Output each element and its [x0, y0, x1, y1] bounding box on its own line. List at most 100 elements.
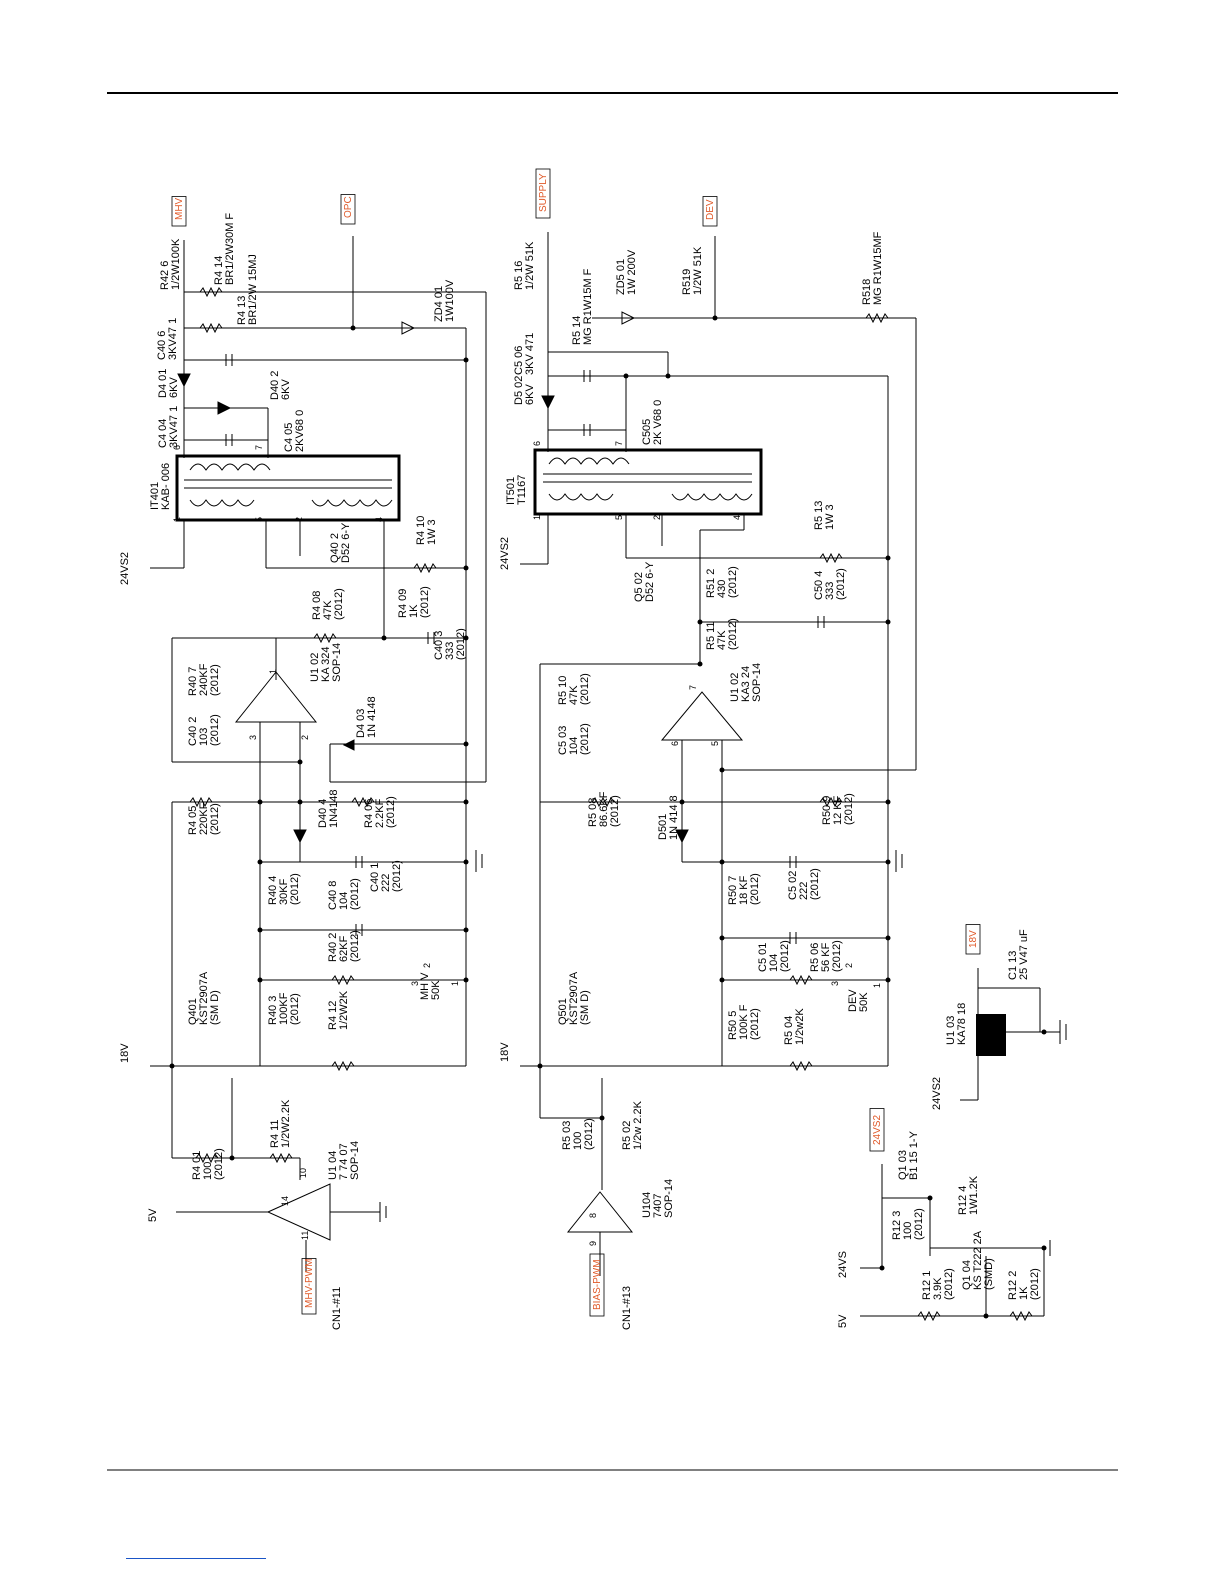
label-p6: 6: [172, 445, 182, 450]
label-t401r-line: R4 01: [191, 1151, 203, 1180]
label-tzd501: ZD5 011W 200V: [615, 249, 638, 295]
label-td403: D4 031N 4148: [355, 696, 378, 738]
label-t509-line: (2012): [843, 793, 855, 825]
label-tq103-line: B1 15 1-Y: [908, 1130, 920, 1180]
label-supply: SUPPLY: [538, 173, 549, 212]
label-t409-line: R4 09: [397, 589, 409, 618]
label-tc403: C40 3333(2012): [433, 628, 467, 660]
label-t406-line: 3KV47 1: [167, 318, 179, 360]
label-t507-line: R50 7: [727, 876, 739, 905]
label-t402: D40 26KV: [269, 371, 292, 400]
junction-dots: [169, 315, 1047, 1319]
label-tc503: C5 03104(2012): [557, 723, 591, 755]
label-td502: D5 026KV: [513, 376, 536, 405]
label-pu11-line: 11: [300, 1231, 310, 1240]
label-qw1: 1: [872, 983, 882, 988]
label-p5: 5: [254, 517, 264, 522]
label-td502-line: 6KV: [524, 384, 536, 405]
label-tc503-line: C5 03: [557, 726, 569, 755]
label-t410-line: R4 10: [415, 516, 427, 545]
label-tc408-line: (2012): [349, 878, 361, 910]
label-t502-line: R5 02: [621, 1121, 633, 1150]
label-t403r-line: 100KF: [278, 992, 290, 1025]
signal-tag-mhvpwm: [301, 1258, 317, 1315]
label-tu104b-line: 7407: [652, 1194, 664, 1218]
label-tc408: C40 8104(2012): [327, 878, 361, 910]
label-t504: R5 041/2w2K: [783, 1008, 806, 1045]
label-q1: 1: [532, 515, 542, 520]
label-t404r-line: R40 4: [267, 876, 279, 905]
label-t24d-line: 24VS2: [931, 1077, 943, 1110]
label-t518-line: MG R1W15MF: [872, 231, 884, 305]
label-qw3: 3: [830, 981, 840, 986]
label-t413: R4 13BR1/2W 15MJ: [236, 254, 259, 325]
label-t124-line: R12 4: [957, 1186, 969, 1215]
label-q5-line: 5: [614, 515, 624, 520]
label-tc113-line: C1 13: [1007, 951, 1019, 980]
label-t407: R40 7240KF(2012): [187, 663, 221, 696]
label-td404-line: D40 4: [317, 799, 329, 828]
label-tc502: C5 02222(2012): [787, 868, 821, 900]
label-tc502-line: (2012): [809, 868, 821, 900]
label-t18b: 18V: [499, 1042, 511, 1062]
label-t123-line: R12 3: [891, 1211, 903, 1240]
label-t505-line: R50 5: [727, 1011, 739, 1040]
label-q4-line: 4: [732, 515, 742, 520]
label-t407-line: 240KF: [198, 663, 210, 696]
label-tc403-line: C40 3: [433, 631, 445, 660]
label-tzd501-line: 1W 200V: [626, 249, 638, 295]
label-pw2: 2: [422, 963, 432, 968]
label-t512: R51 2430(2012): [705, 566, 739, 598]
label-tq502: Q5 02D52 6-Y: [633, 561, 656, 602]
label-p4-line: 4: [374, 517, 384, 522]
label-t405-line: C4 05: [283, 423, 295, 452]
label-tc401-line: C40 1: [369, 863, 381, 892]
label-t402r-line: R40 2: [327, 933, 339, 962]
label-tdevp-line: 50K: [858, 992, 870, 1012]
label-tu102b: U1 02KA3 24SOP-14: [729, 663, 763, 702]
label-tdevp: DEV50K: [847, 989, 870, 1012]
label-t414-line: BR1/2W30M F: [224, 213, 236, 285]
label-t511: R5 1147K(2012): [705, 618, 739, 650]
label-t516-line: R5 16: [513, 261, 525, 290]
label-pu14-line: 14: [280, 1196, 290, 1206]
label-tc401-line: 222: [380, 874, 392, 892]
label-tu103: U1 03KA78 18: [945, 1003, 968, 1045]
label-qw2-line: 2: [844, 963, 854, 968]
label-t404: C4 043KV47 1: [157, 406, 180, 448]
label-qb5-line: 5: [710, 741, 720, 746]
label-tu103-line: KA78 18: [956, 1003, 968, 1045]
label-td403-line: 1N 4148: [366, 696, 378, 738]
label-tc501-line: C5 01: [757, 943, 769, 972]
label-td403-line: D4 03: [355, 709, 367, 738]
label-tq501-line: (SM D): [579, 990, 591, 1025]
label-pa2: 2: [300, 735, 310, 740]
label-t403r-line: R40 3: [267, 996, 279, 1025]
label-tu104b-line: U104: [641, 1192, 653, 1218]
label-t402r-line: (2012): [349, 930, 361, 962]
label-qw1-line: 1: [872, 983, 882, 988]
label-t411: R4 111/2W2.2K: [269, 1099, 292, 1148]
label-p1: 1: [172, 517, 182, 522]
label-t505-line: (2012): [749, 1008, 761, 1040]
label-t512-line: R51 2: [705, 569, 717, 598]
label-tu104b-line: SOP-14: [663, 1179, 675, 1218]
label-t426: R42 61/2W100K: [159, 238, 182, 290]
label-pu14: 14: [280, 1196, 290, 1206]
label-t513: R5 131W 3: [813, 501, 836, 530]
label-tq104-line: (SMD): [983, 1258, 995, 1290]
label-tq104-line: Q1 04: [961, 1260, 973, 1290]
label-tc401: C40 1222(2012): [369, 860, 403, 892]
label-pu10-line: 10: [298, 1168, 308, 1178]
label-pu10: 10: [298, 1168, 308, 1178]
label-t508-line: R5 08: [587, 798, 599, 827]
footer-link-rule[interactable]: [126, 1556, 266, 1559]
label-t18b-line: 18V: [499, 1042, 511, 1062]
label-t405r-line: R4 05: [187, 806, 199, 835]
label-t426-line: R42 6: [159, 261, 171, 290]
label-tc501: C5 01104(2012): [757, 940, 791, 972]
label-t405: C4 052KV68 0: [283, 410, 306, 452]
label-tc504-line: (2012): [835, 568, 847, 600]
label-tq501-line: Q501: [557, 998, 569, 1025]
label-tu102b-line: U1 02: [729, 673, 741, 702]
